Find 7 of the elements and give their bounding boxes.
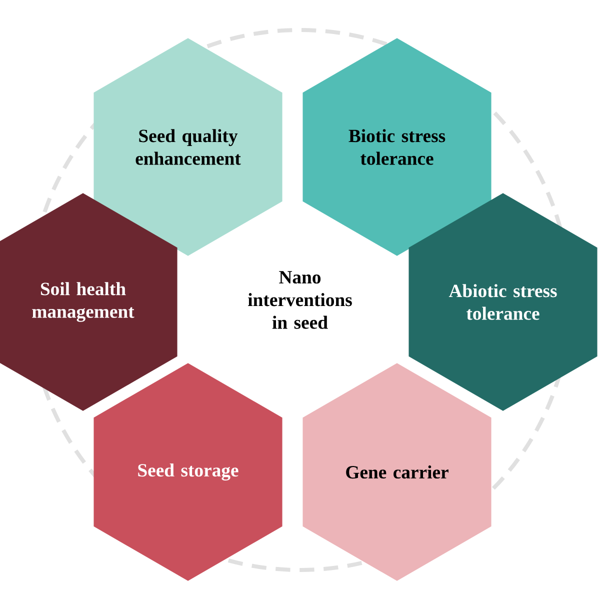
- center-label: Nano interventions in seed: [248, 271, 352, 329]
- hexagon: Abiotic stress tolerance: [408, 193, 598, 411]
- hexagon: Soil health management: [0, 193, 178, 411]
- hexagon: Seed storage: [94, 363, 282, 581]
- hexagon: Seed quality enhancement: [94, 38, 282, 256]
- hexagon: Gene carrier: [302, 363, 492, 581]
- hexagon: Biotic stress tolerance: [302, 38, 492, 256]
